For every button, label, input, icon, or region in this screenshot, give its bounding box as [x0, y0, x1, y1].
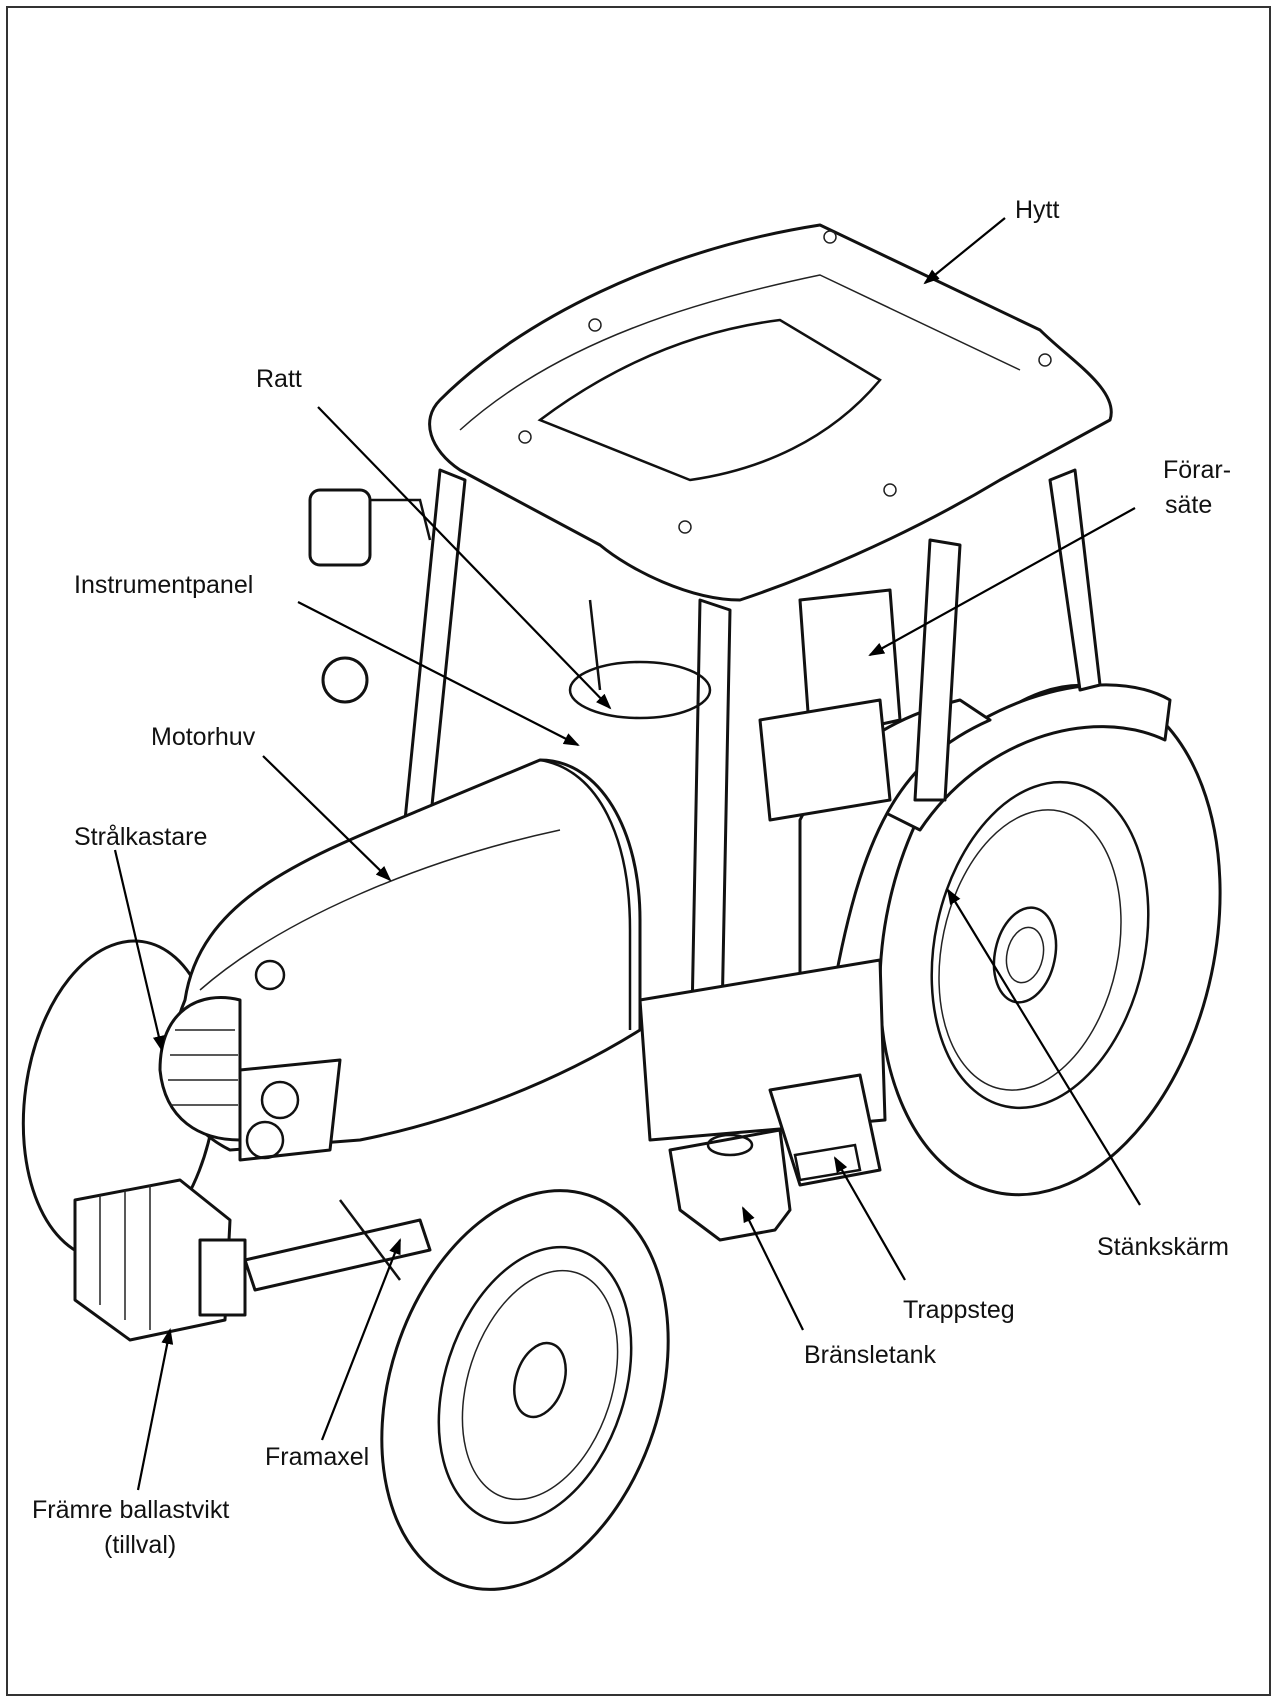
label-motorhuv: Motorhuv — [151, 723, 256, 751]
leader-stankskarm — [946, 888, 1141, 1206]
leader-framaxel — [320, 1238, 402, 1441]
grille — [158, 996, 342, 1162]
label-stankskarm: Stänkskärm — [1097, 1233, 1229, 1261]
label-ratt: Ratt — [256, 365, 302, 393]
mirror — [308, 488, 432, 704]
front-wheel-right — [380, 1189, 670, 1591]
leader-stralkastare — [113, 849, 165, 1052]
label-trappsteg: Trappsteg — [903, 1296, 1015, 1324]
front-ballast — [73, 1178, 247, 1342]
leader-forarsate — [868, 507, 1136, 656]
leader-hytt — [923, 217, 1006, 285]
cab-roof — [428, 223, 1113, 602]
label-framaxel: Framaxel — [265, 1443, 369, 1471]
seat-and-steering — [568, 588, 902, 822]
fuel-tank — [668, 1128, 792, 1242]
label-instrumentpanel: Instrumentpanel — [74, 571, 253, 599]
leader-motorhuv — [262, 755, 392, 882]
part-labels: Hytt Ratt Förar- säte Instrumentpanel Mo… — [32, 196, 1231, 1559]
label-framre-ballastvikt-1: Främre ballastvikt — [32, 1496, 229, 1524]
label-framre-ballastvikt-2: (tillval) — [104, 1531, 176, 1559]
label-forarsate-1: Förar- — [1163, 456, 1231, 484]
leader-instrumentpanel — [297, 601, 580, 746]
label-stralkastare: Strålkastare — [74, 823, 207, 851]
leader-framre-ballastvikt — [136, 1328, 174, 1491]
leader-trappsteg — [834, 1156, 906, 1281]
leader-bransletank — [742, 1206, 804, 1331]
front-axle — [243, 1199, 432, 1292]
label-bransletank: Bränsletank — [804, 1341, 937, 1369]
tractor-illustration — [21, 223, 1222, 1591]
label-hytt: Hytt — [1015, 196, 1060, 224]
step — [768, 1073, 882, 1187]
leader-lines — [113, 217, 1141, 1491]
leader-ratt — [317, 406, 612, 710]
label-forarsate-2: säte — [1165, 491, 1212, 519]
